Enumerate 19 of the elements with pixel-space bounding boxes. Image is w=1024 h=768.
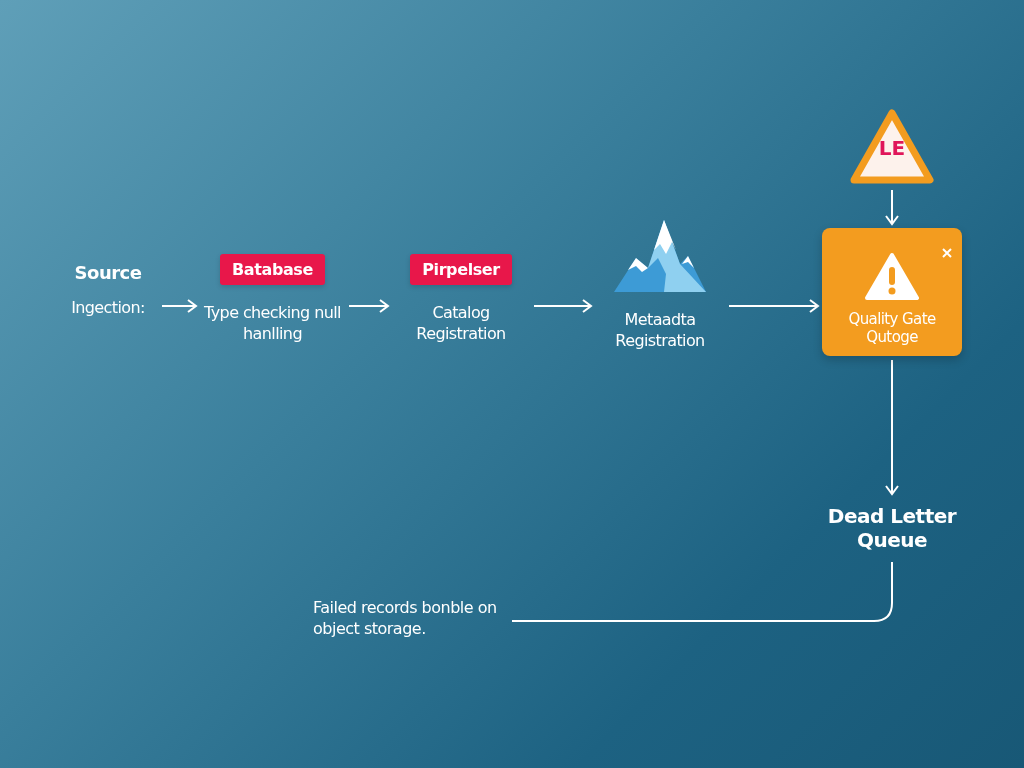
- arrow: [885, 189, 899, 225]
- warning-text: LE: [878, 136, 906, 160]
- stage-title: Source: [74, 262, 142, 284]
- tag-badge: Pirpelser: [410, 254, 512, 285]
- arrow: [348, 299, 389, 313]
- arrow: [533, 299, 592, 313]
- connector-line: [511, 561, 893, 622]
- folder-card: [822, 228, 962, 356]
- stage-label: Ingection:: [71, 297, 145, 319]
- arrow: [728, 299, 819, 313]
- arrow: [161, 299, 197, 313]
- stage-label: Metaadta Registration: [614, 310, 706, 352]
- note-text: Failed records bonble on object storage.: [313, 598, 498, 640]
- stage-label: Type checking null hanlling: [203, 303, 342, 345]
- tag-badge: Batabase: [220, 254, 325, 285]
- queue-title: Dead Letter Queue: [826, 504, 958, 552]
- card-label: Quality Gate Qutoge: [847, 310, 937, 346]
- stage-label: Catalog Registration: [415, 303, 507, 345]
- arrow: [885, 359, 899, 495]
